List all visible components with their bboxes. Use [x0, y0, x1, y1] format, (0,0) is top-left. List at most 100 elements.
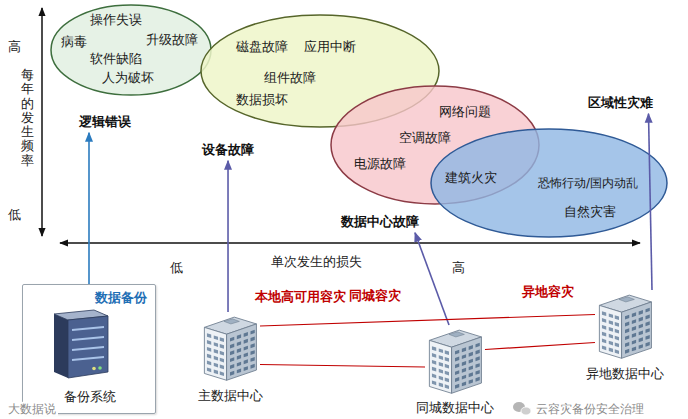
- dr-level-label: 本地高可用容灾: [255, 289, 346, 305]
- axis-label: 低: [8, 207, 21, 223]
- category-heading-holder: 数据中心故障: [341, 214, 419, 230]
- risk-item-holder: 软件缺陷: [90, 51, 142, 67]
- risk-item-holder: 空调故障: [399, 130, 451, 146]
- risk-item-holder: 操作失误: [90, 12, 142, 28]
- loss-axis: [60, 242, 640, 244]
- risk-item-holder: 网络问题: [439, 104, 491, 120]
- category-heading-holder: 设备故障: [202, 142, 254, 158]
- dr-level-label-holder: 同城容灾: [349, 288, 401, 304]
- dr-link: [260, 315, 595, 327]
- building-icon-part: [429, 330, 481, 393]
- building-icon: [204, 295, 651, 393]
- category-heading: 设备故障: [202, 142, 254, 158]
- risk-item: 人为破坏: [102, 70, 154, 86]
- watermark: 大数据说: [6, 402, 58, 416]
- risk-item-holder: 升级故障: [146, 32, 198, 48]
- watermark-holder: 云容灾备份安全治理: [534, 402, 646, 416]
- site-caption-holder: 主数据中心: [198, 388, 263, 404]
- site-caption-holder: 异地数据中心: [586, 366, 664, 382]
- axis-label-holder: 高: [8, 39, 21, 55]
- category-heading: 区域性灾难: [588, 95, 653, 111]
- risk-item-holder: 自然灾害: [564, 204, 616, 220]
- frequency-axis: [41, 8, 43, 236]
- dr-level-label: 同城容灾: [349, 288, 401, 304]
- risk-ellipse: 网络问题空调故障电源故障建筑火灾数据中心故障: [330, 85, 540, 205]
- system-label-holder: 数据备份: [95, 290, 147, 306]
- risk-item-holder: 数据损坏: [236, 92, 288, 108]
- dr-link: [260, 365, 425, 368]
- server-icon-part: [72, 357, 104, 360]
- site-caption: 异地数据中心: [586, 366, 664, 382]
- site-caption: 同城数据中心: [416, 400, 494, 416]
- server-icon-part: [72, 327, 104, 330]
- axis-label: 低: [170, 260, 183, 276]
- ellipse-outline: [200, 14, 440, 128]
- risk-arrow: [227, 161, 229, 312]
- axis-label-holder: 低: [170, 260, 183, 276]
- risk-item: 病毒: [61, 34, 87, 50]
- axis-label-holder: 高: [452, 260, 465, 276]
- risk-item: 磁盘故障: [236, 39, 288, 55]
- server-icon-part: [72, 337, 104, 340]
- watermark-holder: 大数据说: [6, 402, 58, 416]
- axis-label-holder: 每年的发生频率: [21, 68, 34, 168]
- risk-item: 组件故障: [264, 70, 316, 86]
- site-caption: 主数据中心: [198, 388, 263, 404]
- axis-label: 单次发生的损失: [271, 254, 362, 270]
- server-icon-part: [54, 314, 68, 378]
- watermark: 云容灾备份安全治理: [534, 402, 646, 416]
- risk-item-holder: 组件故障: [264, 70, 316, 86]
- risk-item-holder: 人为破坏: [102, 70, 154, 86]
- risk-item: 应用中断: [304, 39, 356, 55]
- axis-label-holder: 单次发生的损失: [271, 254, 362, 270]
- datacenter-building: 异地容灾异地数据中心: [595, 290, 655, 360]
- risk-ellipse: 操作失误病毒升级故障软件缺陷人为破坏逻辑错误: [50, 4, 212, 96]
- dr-level-label-holder: 本地高可用容灾: [255, 289, 346, 305]
- building-icon-part: [599, 295, 651, 358]
- axis-label: 每年的发生频率: [21, 68, 34, 168]
- datacenter-building: 同城容灾同城数据中心: [425, 325, 485, 395]
- category-heading: 逻辑错误: [79, 114, 131, 130]
- category-heading-holder: 区域性灾难: [588, 95, 653, 111]
- risk-ellipse: 磁盘故障应用中断组件故障数据损坏设备故障: [200, 14, 440, 128]
- axis-label: 高: [8, 39, 21, 55]
- risk-arrow: [88, 133, 90, 284]
- risk-item-holder: 恐怖行动/国内动乱: [538, 176, 638, 190]
- axis-label-holder: 低: [8, 207, 21, 223]
- dr-level-label: 异地容灾: [522, 284, 574, 300]
- risk-ellipse-shape: [431, 129, 667, 237]
- server-icon-part: [72, 347, 104, 350]
- axis-label: 高: [452, 260, 465, 276]
- risk-item: 数据损坏: [236, 92, 288, 108]
- site-caption: 备份系统: [64, 389, 116, 405]
- dr-level-label-holder: 异地容灾: [522, 284, 574, 300]
- risk-item: 空调故障: [399, 130, 451, 146]
- risk-item-holder: 建筑火灾: [445, 170, 497, 186]
- risk-item: 恐怖行动/国内动乱: [538, 176, 638, 190]
- risk-item: 电源故障: [354, 156, 406, 172]
- site-caption-holder: 备份系统: [64, 389, 116, 405]
- backup-box: 数据备份备份系统: [22, 284, 156, 414]
- risk-item: 操作失误: [90, 12, 142, 28]
- system-label: 数据备份: [95, 290, 147, 306]
- wechat-icon-part: [521, 407, 531, 415]
- category-heading: 数据中心故障: [341, 214, 419, 230]
- site-caption-holder: 同城数据中心: [416, 400, 494, 416]
- dr-link: [485, 343, 595, 350]
- server-icon-part: [92, 367, 96, 371]
- category-heading-holder: 逻辑错误: [79, 114, 131, 130]
- server-icon-part: [68, 316, 108, 378]
- risk-ellipse-shape: [51, 5, 211, 95]
- risk-item-holder: 电源故障: [354, 156, 406, 172]
- risk-item: 自然灾害: [564, 204, 616, 220]
- building-icon-part: [204, 317, 256, 380]
- risk-arrow: [415, 233, 449, 325]
- risk-item: 软件缺陷: [90, 51, 142, 67]
- risk-item-holder: 病毒: [61, 34, 87, 50]
- server-icon-part: [98, 366, 102, 370]
- risk-item-holder: 磁盘故障: [236, 39, 288, 55]
- risk-item: 升级故障: [146, 32, 198, 48]
- datacenter-building: 本地高可用容灾主数据中心: [200, 312, 260, 382]
- risk-item: 建筑火灾: [445, 170, 497, 186]
